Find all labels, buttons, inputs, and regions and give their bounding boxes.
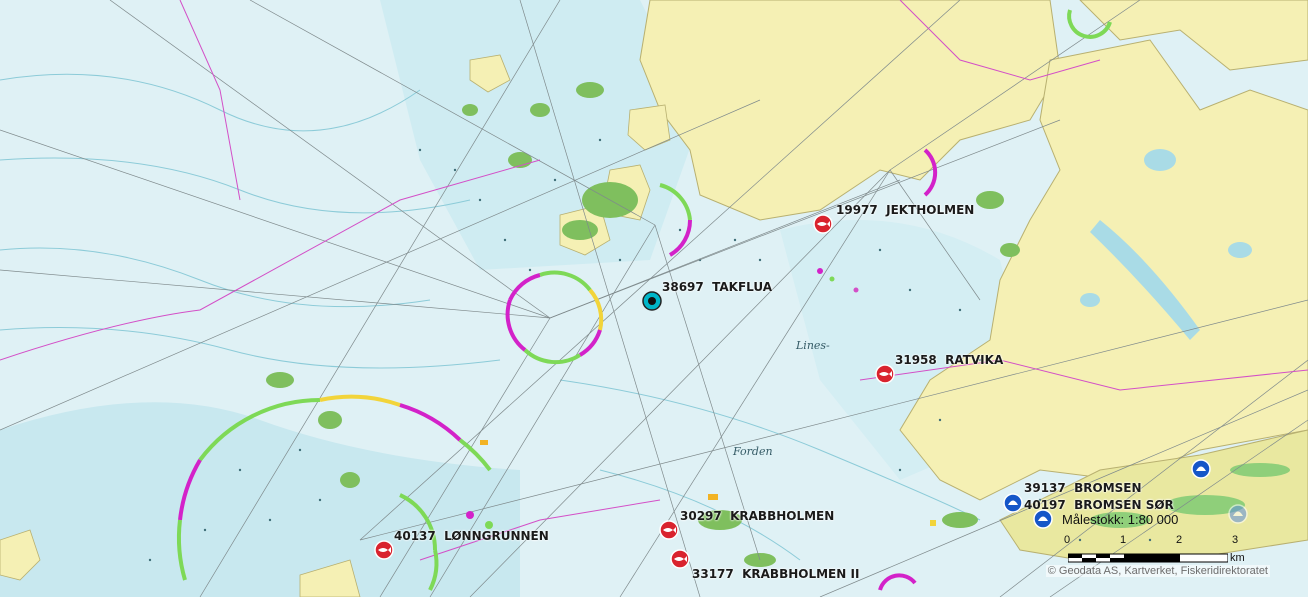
scale-tick: 1 bbox=[1120, 534, 1127, 546]
marker-label-jektholmen: 19977 JEKTHOLMEN bbox=[836, 203, 975, 217]
fish-marker-lonngrunnen[interactable] bbox=[374, 540, 394, 560]
lighthouse-icon bbox=[642, 291, 662, 311]
marker-label-takflua: 38697 TAKFLUA bbox=[662, 280, 773, 294]
fish-marker-krabbholmen[interactable] bbox=[659, 520, 679, 540]
scale-label: Målestokk: 1:80 000 bbox=[1062, 512, 1179, 527]
shell-marker-bromsen-sor[interactable] bbox=[1033, 509, 1053, 529]
marker-label-bromsen-sor: 40197 BROMSEN SØR bbox=[1024, 498, 1174, 512]
fish-marker-ratvika[interactable] bbox=[875, 364, 895, 384]
place-label-forden: Forden bbox=[732, 445, 773, 458]
marker-label-ratvika: 31958 RATVIKA bbox=[895, 353, 1004, 367]
scale-bar bbox=[1068, 553, 1228, 563]
marker-label-krabbholmen-ii: 33177 KRABBHOLMEN II bbox=[692, 567, 860, 581]
shell-icon bbox=[1191, 459, 1211, 479]
marker-label-lonngrunnen: 40137 LØNNGRUNNEN bbox=[394, 529, 549, 543]
shell-icon bbox=[1003, 493, 1023, 513]
fish-icon bbox=[670, 549, 690, 569]
lighthouse-marker-takflua[interactable] bbox=[642, 291, 662, 311]
marker-label-bromsen: 39137 BROMSEN bbox=[1024, 481, 1142, 495]
shell-marker-faded[interactable] bbox=[1228, 504, 1248, 524]
fish-icon bbox=[813, 214, 833, 234]
map-attribution: © Geodata AS, Kartverket, Fiskeridirekto… bbox=[1045, 565, 1270, 577]
fish-icon bbox=[875, 364, 895, 384]
fish-icon bbox=[374, 540, 394, 560]
fish-marker-jektholmen[interactable] bbox=[813, 214, 833, 234]
shell-icon bbox=[1033, 509, 1053, 529]
fish-icon bbox=[659, 520, 679, 540]
scale-panel: Målestokk: 1:80 000 0 1 2 3 km bbox=[1062, 512, 1262, 580]
scale-tick: 2 bbox=[1176, 534, 1183, 546]
place-label-lines: Lines- bbox=[795, 339, 830, 352]
marker-label-krabbholmen: 30297 KRABBHOLMEN bbox=[680, 509, 835, 523]
scale-tick: 3 bbox=[1232, 534, 1239, 546]
fish-marker-krabbholmen-ii[interactable] bbox=[670, 549, 690, 569]
scale-unit: km bbox=[1230, 552, 1245, 564]
shell-marker-east[interactable] bbox=[1191, 459, 1211, 479]
shell-marker-bromsen[interactable] bbox=[1003, 493, 1023, 513]
shell-icon bbox=[1228, 504, 1248, 524]
scale-tick: 0 bbox=[1064, 534, 1071, 546]
